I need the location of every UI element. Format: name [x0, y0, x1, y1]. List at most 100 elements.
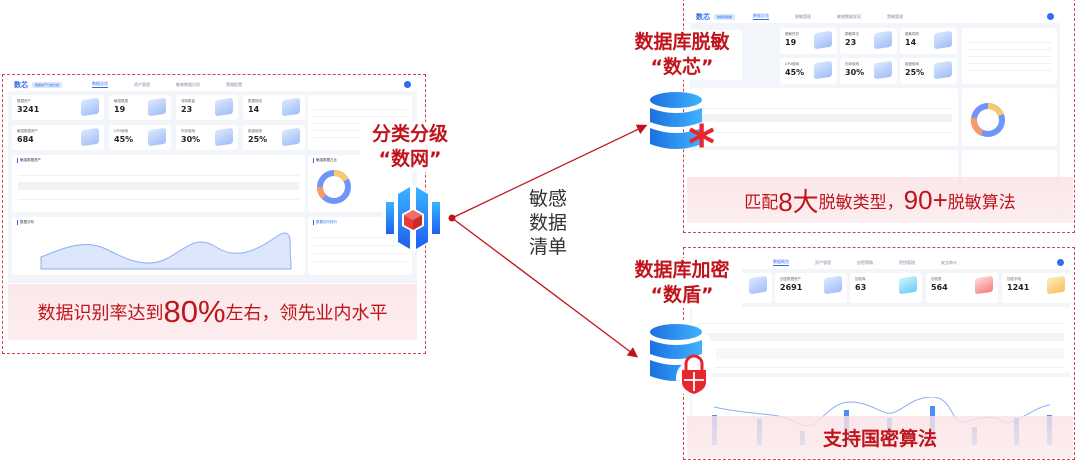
access-ranking-panel: 数据访问排行	[308, 217, 412, 275]
stat-label: 脱敏任务	[785, 32, 799, 36]
nav-item[interactable]: 敏感数据识别	[176, 81, 201, 87]
cube-icon	[874, 30, 892, 50]
product-badge: 数据资产分类分级	[32, 81, 63, 88]
logo: 数芯	[14, 80, 28, 89]
banner-highlight: 8大	[778, 186, 819, 217]
encryption-title: 数据库加密 “数盾”	[622, 258, 742, 308]
banner-text: 脱敏类型，	[818, 192, 904, 213]
cube-icon	[824, 275, 842, 295]
avatar[interactable]	[1057, 259, 1064, 266]
nav-item[interactable]: 数据总览	[92, 81, 109, 88]
banner-text: 数据识别率达到	[37, 303, 164, 324]
title-line: 数据库加密	[634, 259, 730, 281]
stat-value: 25%	[905, 68, 925, 77]
stat-value: 14	[248, 105, 260, 114]
cube-icon	[934, 30, 952, 50]
nav-item[interactable]: 策略配置	[226, 81, 243, 87]
stat-card: 脱敏任务 19	[780, 28, 837, 54]
title-line: “数芯”	[650, 56, 714, 78]
nav-item[interactable]: 敏感数据发现	[837, 13, 862, 19]
stat-value: 19	[114, 105, 126, 114]
stat-card: 磁盘使用 25%	[900, 58, 957, 84]
panel-title: 数据访问排行	[313, 220, 337, 225]
stat-label: 脱敏规则	[905, 32, 919, 36]
area-chart	[40, 232, 292, 270]
stat-card: CPU使用 45%	[780, 58, 837, 84]
cube-icon	[934, 60, 952, 80]
stat-value: 23	[845, 38, 857, 47]
stat-value: 14	[905, 38, 917, 47]
masking-table-panel	[690, 88, 958, 146]
stat-label: 磁盘使用	[248, 129, 262, 133]
flow-label: 敏感数据清单	[529, 187, 569, 259]
product-badge: 数据库脱敏	[714, 13, 736, 20]
title-line: “数盾”	[650, 284, 714, 306]
nav-item[interactable]: 数据概览	[773, 259, 789, 266]
panel-title: 敏感数据占比	[313, 158, 337, 163]
cube-icon	[814, 60, 832, 80]
stat-card: 敏感数据资产 684	[12, 125, 104, 150]
stat-label: 内存使用	[845, 62, 859, 66]
stat-card: 脱敏算法 23	[840, 28, 897, 54]
banner-text: 脱敏算法	[947, 192, 1016, 213]
stat-value: 1241	[1007, 283, 1030, 292]
stat-label: 磁盘使用	[905, 62, 919, 66]
nav-item[interactable]: 数据总览	[753, 13, 770, 20]
nav-item[interactable]: 策略管理	[887, 13, 904, 19]
recent-list-panel	[962, 28, 1057, 84]
stat-value: 564	[931, 283, 948, 292]
stat-value: 19	[785, 38, 797, 47]
asset-table-panel: 敏感数据资产	[12, 155, 305, 212]
stat-label: 脱敏算法	[845, 32, 859, 36]
nav-item[interactable]: 资产管理	[815, 259, 831, 265]
nav-item[interactable]: 安全审计	[941, 259, 957, 265]
stat-value: 3241	[17, 105, 40, 114]
classification-title: 分类分级“数网”	[360, 122, 460, 172]
cube-icon	[1047, 275, 1065, 295]
nav-item[interactable]: 脱敏管理	[795, 13, 812, 19]
avatar[interactable]	[1047, 13, 1054, 20]
stat-value: 684	[17, 135, 34, 144]
flow-label-line: 清单	[529, 236, 568, 258]
encryption-banner: 支持国密算法	[687, 416, 1073, 458]
database-lock-shield-icon	[646, 322, 716, 396]
stat-card: 流转数量 23	[176, 95, 238, 120]
stat-value: 45%	[785, 68, 805, 77]
nav-item[interactable]: 密钥管理	[899, 259, 915, 265]
stat-label: CPU使用	[114, 129, 129, 133]
stat-label: CPU使用	[785, 62, 800, 66]
stat-label: 加密字段	[1007, 277, 1021, 281]
flow-label-line: 敏感	[529, 188, 568, 210]
panel-title: 敏感数据资产	[17, 158, 41, 163]
database-masking-icon: *	[650, 92, 715, 162]
trend-chart-panel: 数据分布	[12, 217, 305, 275]
donut-panel	[962, 88, 1057, 146]
stat-label: 内存使用	[181, 129, 195, 133]
stat-value: 23	[181, 105, 193, 114]
stat-label: 流转数量	[181, 99, 195, 103]
stat-label: 敏感数据资产	[17, 129, 38, 133]
avatar[interactable]	[404, 81, 411, 88]
nav-item[interactable]: 资产管理	[134, 81, 151, 87]
banner-highlight: 90+	[903, 184, 948, 215]
stat-card: CPU使用 45%	[109, 125, 171, 150]
banner-text: 左右，领先业内水平	[225, 303, 388, 324]
shunet-logo-icon	[383, 184, 443, 252]
stat-value: 45%	[114, 135, 134, 144]
stat-card: 加密字段 1241	[1002, 273, 1070, 303]
stat-label: 数据规则	[248, 99, 262, 103]
title-line: 数据库脱敏	[634, 31, 730, 53]
dashboard-header: 数芯 数据资产分类分级 数据总览 资产管理 敏感数据识别 策略配置	[8, 78, 417, 91]
nav-item[interactable]: 加密策略	[857, 259, 873, 265]
banner-text: 匹配	[744, 192, 779, 213]
